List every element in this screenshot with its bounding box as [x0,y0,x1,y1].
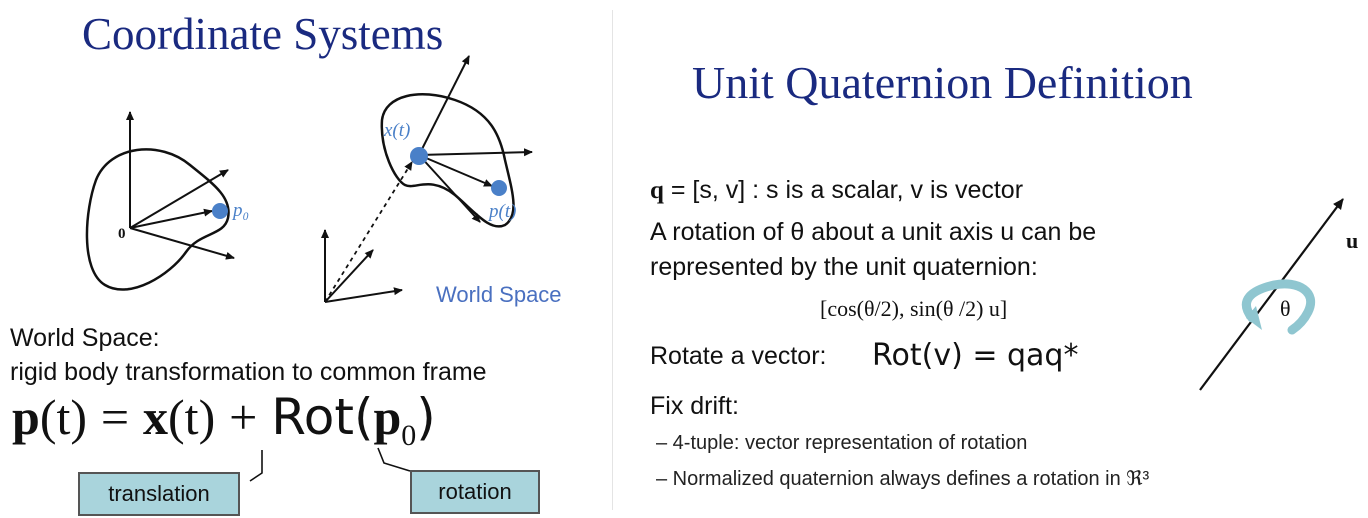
unit-axis-line [1199,198,1344,391]
p0-label: p₀ [233,200,250,221]
pt-vector [418,154,493,187]
body-x-axis [129,227,235,260]
translation-leader [249,450,263,482]
unit-quaternion-slide: Unit Quaternion Definition q = [s, v] : … [612,0,1368,518]
fix-drift-heading: Fix drift: [650,392,739,420]
rigid-body-equation: p(t) = x(t) + Rot(p0) [12,388,436,452]
rotation-axis-diagram [1199,198,1344,391]
world-space-label: World Space [436,282,562,307]
rotation-label-box: rotation [410,470,540,514]
world-x-axis [324,287,403,303]
pt-point [491,180,507,196]
rotation-description-line-1: A rotation of θ about a unit axis u can … [650,218,1097,246]
translation-label-box: translation [78,472,240,516]
caption-line-1: World Space: [10,324,160,352]
coordinate-systems-diagram [85,55,533,482]
rigid-body-outline [85,148,230,291]
quaternion-definition-line: q = [s, v] : s is a scalar, v is vector [650,176,1024,204]
rotate-vector-equation: Rot(v) = qaq* [872,338,1079,373]
p0-point [212,203,228,219]
axis-u-label: u [1346,228,1359,253]
bullet-item: – 4-tuple: vector representation of rota… [656,432,1028,454]
slide-title: Unit Quaternion Definition [692,57,1193,108]
rotate-vector-prefix: Rotate a vector: [650,342,827,370]
pt-label: p(t) [489,201,517,222]
p0-vector [129,208,213,229]
rotation-arc [1241,279,1316,335]
quaternion-formula: [cos(θ/2), sin(θ /2) u] [820,296,1008,321]
caption-line-2: rigid body transformation to common fram… [10,358,487,386]
slide-title: Coordinate Systems [82,9,444,59]
moved-z-axis [418,154,481,223]
theta-label: θ [1280,296,1291,321]
moved-y-axis [418,55,470,156]
bullet-item: – Normalized quaternion always defines a… [656,468,1150,490]
moved-body-outline [380,93,515,228]
rotation-description-line-2: represented by the unit quaternion: [650,253,1038,281]
body-z-axis [129,169,229,229]
moved-x-axis [418,148,533,157]
world-z-axis [324,249,374,303]
xt-label: x(t) [384,120,411,141]
coordinate-systems-slide: Coordinate Systems [0,0,612,518]
slide-divider [612,10,613,510]
origin-label: 0 [118,226,126,242]
rotation-leader [377,447,411,472]
world-to-body-dashed [324,161,413,303]
xt-point [410,147,428,165]
rotation-arc-head [1246,306,1262,330]
